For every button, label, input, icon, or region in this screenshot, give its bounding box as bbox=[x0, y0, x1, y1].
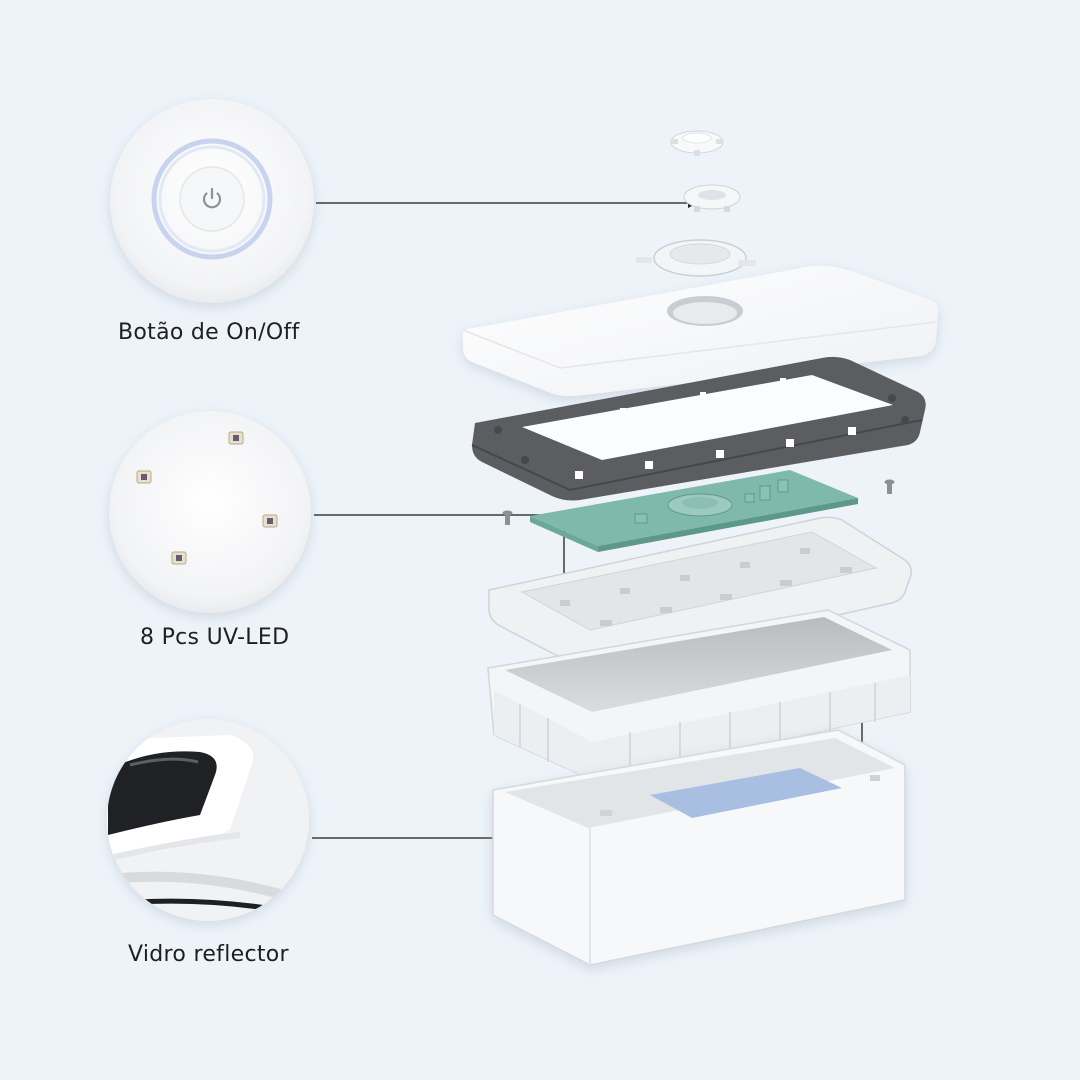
callout-label-power-button: Botão de On/Off bbox=[118, 320, 300, 345]
inner-tray bbox=[487, 609, 911, 781]
uv-panel bbox=[650, 768, 842, 818]
callout-label-reflector-glass: Vidro reflector bbox=[128, 942, 289, 967]
pcb-board bbox=[530, 470, 858, 552]
callout-label-uv-led: 8 Pcs UV-LED bbox=[140, 625, 290, 650]
power-button-detail bbox=[110, 99, 314, 303]
reflector-glass-detail bbox=[107, 719, 309, 921]
led-mounting-plate bbox=[488, 516, 912, 670]
bottom-base bbox=[492, 729, 906, 966]
power-icon bbox=[202, 187, 222, 209]
button-cap bbox=[670, 130, 724, 156]
uv-led-detail bbox=[109, 411, 311, 613]
uv-led-chip-icon bbox=[136, 431, 278, 565]
light-guide-ring bbox=[636, 239, 756, 277]
button-ring bbox=[683, 184, 741, 212]
gasket-frame bbox=[471, 356, 926, 501]
screws bbox=[502, 479, 895, 525]
